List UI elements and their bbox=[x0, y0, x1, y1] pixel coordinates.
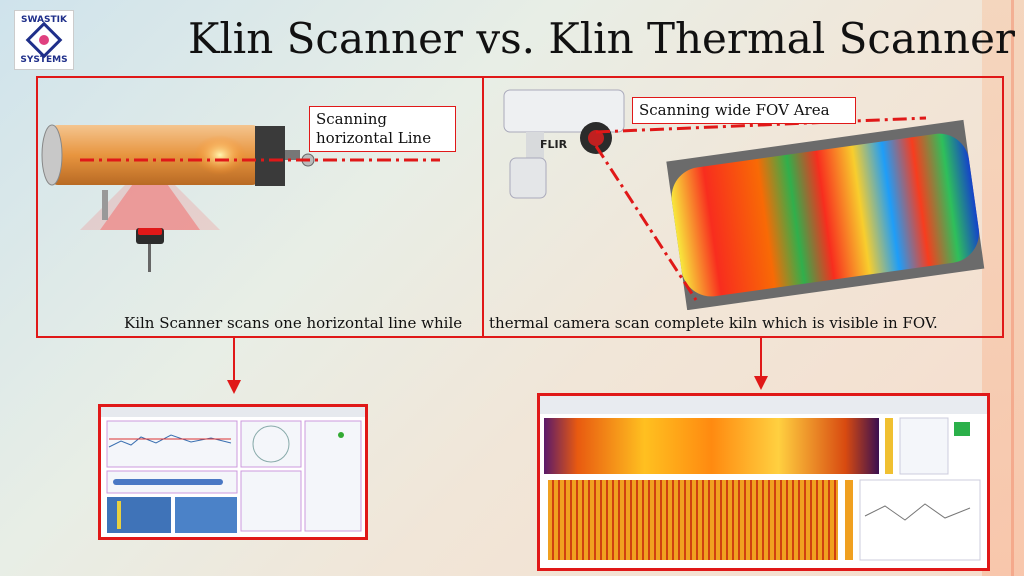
logo-dot-icon bbox=[39, 35, 49, 45]
logo-text-top: SWASTIK bbox=[21, 15, 67, 25]
right-caption: thermal camera scan complete kiln which … bbox=[489, 314, 938, 332]
svg-text:FLIR: FLIR bbox=[540, 138, 568, 151]
fov-line-top bbox=[595, 116, 927, 134]
slide-title: Klin Scanner vs. Klin Thermal Scanner bbox=[188, 14, 1015, 63]
thermal-image bbox=[671, 133, 980, 297]
right-callout: Scanning wide FOV Area bbox=[632, 97, 856, 124]
right-arrow-shaft bbox=[760, 338, 762, 378]
right-panel-frame bbox=[482, 76, 1004, 338]
scan-beam bbox=[100, 160, 200, 230]
right-arrow-head bbox=[754, 376, 768, 390]
thermal-scanner-software-screenshot bbox=[537, 393, 990, 571]
left-arrow-head bbox=[227, 380, 241, 394]
fov-line-bottom bbox=[594, 145, 698, 301]
company-logo: SWASTIK SYSTEMS bbox=[14, 10, 74, 70]
decorative-stripe-line bbox=[1011, 0, 1014, 576]
left-arrow-shaft bbox=[233, 338, 235, 382]
kiln-scanner-software-screenshot bbox=[98, 404, 368, 540]
flir-camera-icon: FLIR bbox=[503, 89, 625, 199]
left-callout: Scanning horizontal Line bbox=[309, 106, 456, 152]
kiln-scanner-illustration bbox=[41, 124, 440, 272]
left-caption: Kiln Scanner scans one horizontal line w… bbox=[124, 314, 463, 332]
logo-text-bottom: SYSTEMS bbox=[20, 55, 68, 65]
thermal-camera-illustration: FLIR bbox=[503, 89, 985, 310]
